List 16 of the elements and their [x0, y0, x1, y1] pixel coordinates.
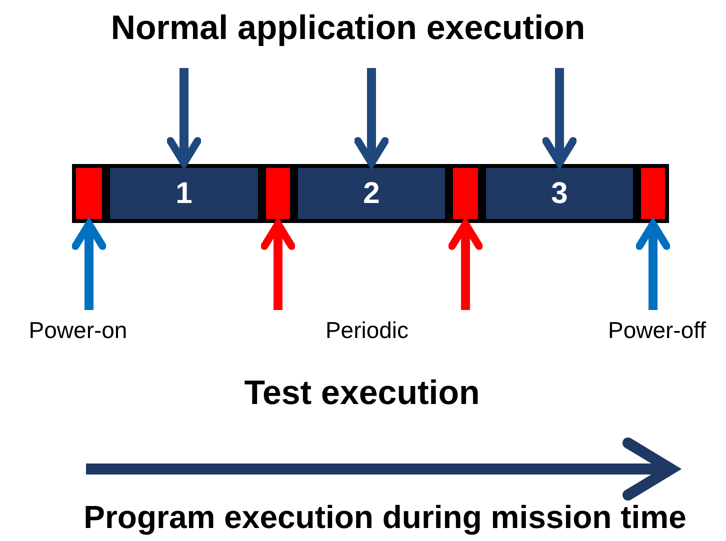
heading: Test execution	[244, 375, 480, 412]
axis-caption: Program execution during mission time	[84, 500, 686, 536]
trigger-label: Periodic	[325, 318, 409, 344]
segment-number: 1	[176, 176, 192, 210]
trigger-label: Power-off	[608, 318, 706, 344]
segment-number: 3	[551, 176, 568, 210]
arrow	[166, 68, 202, 167]
arrow	[354, 68, 389, 167]
arrow	[260, 220, 296, 310]
arrow	[636, 220, 670, 310]
arrow	[542, 68, 577, 167]
arrow	[72, 220, 106, 310]
trigger-label: Power-on	[28, 318, 128, 344]
arrow	[448, 220, 483, 310]
heading: Normal application execution	[110, 10, 586, 48]
segment-number: 2	[363, 176, 380, 210]
